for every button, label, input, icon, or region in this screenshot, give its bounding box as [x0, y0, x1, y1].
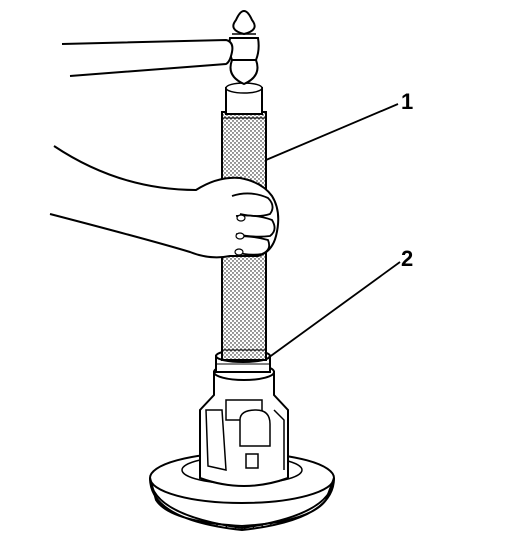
callout-1-label: 1 — [401, 89, 414, 114]
callout-1-leader — [265, 103, 399, 161]
lower-hand — [49, 145, 280, 259]
upper-hand — [61, 38, 234, 77]
differential-case — [199, 363, 289, 487]
hammer — [228, 10, 260, 86]
callout-2-leader — [267, 261, 401, 359]
callout-2-label: 2 — [401, 246, 414, 271]
